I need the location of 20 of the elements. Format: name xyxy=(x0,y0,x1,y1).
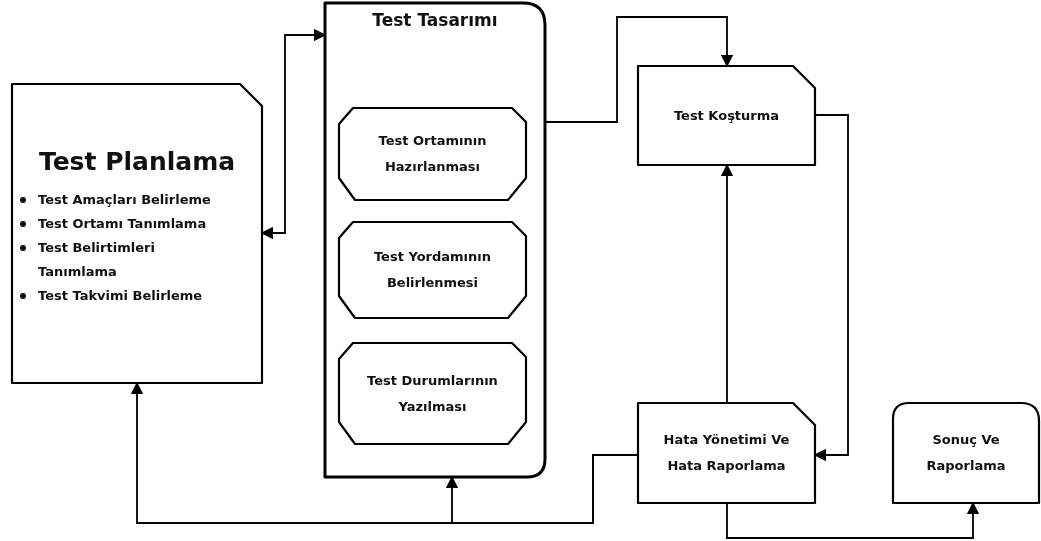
bullet-item: Test Takvimi Belirleme xyxy=(38,287,204,305)
container-box xyxy=(325,3,545,477)
node-label: Test Ortamının Hazırlanması xyxy=(377,132,488,176)
process-box xyxy=(893,403,1039,503)
node-label: Test Durumlarının Yazılması xyxy=(366,371,499,416)
process-octagon xyxy=(335,108,530,200)
node-title: Test Planlama xyxy=(37,146,237,178)
process-box xyxy=(638,403,815,503)
container-title: Test Tasarımı xyxy=(371,9,499,31)
process-octagon xyxy=(335,343,530,444)
process-box xyxy=(638,66,815,165)
bullet-item: Test Amaçları Belirleme xyxy=(38,191,212,209)
process-box xyxy=(12,84,262,383)
node-label: Test Yordamının Belirlenmesi xyxy=(372,248,492,292)
node-label: Test Koşturma xyxy=(673,106,780,125)
bullet-item: Test Ortamı Tanımlama xyxy=(38,215,208,233)
node-label: Hata Yönetimi Ve Hata Raporlama xyxy=(662,431,791,475)
node-label: Sonuç Ve Raporlama xyxy=(925,431,1007,475)
bullet-item: Test Belirtimleri Tanımlama xyxy=(38,239,156,281)
process-octagon xyxy=(335,222,530,318)
